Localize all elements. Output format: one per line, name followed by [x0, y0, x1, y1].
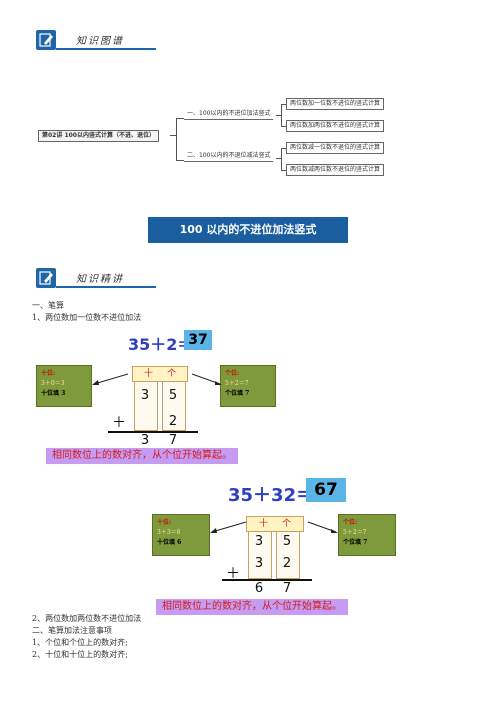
digit: 3 — [140, 433, 150, 448]
mindmap-root: 第02讲 100以内竖式计算（不进、退位） — [38, 130, 159, 142]
digit: 6 — [254, 581, 264, 596]
body-line: 1、个位和个位上的数对齐; — [32, 638, 128, 647]
digit: 5 — [282, 534, 292, 549]
section-underline — [56, 48, 156, 50]
mindmap-branch-1: 一、100以内的不进位加法竖式 — [184, 109, 274, 120]
equation-2: 35＋32＝ — [228, 485, 315, 506]
note-fill: 个位填 7 — [225, 390, 250, 397]
equation-1: 35＋2＝ — [128, 335, 194, 354]
note-title: 个位: — [225, 370, 240, 377]
connector — [281, 170, 286, 171]
note-fill: 十位填 3 — [41, 390, 66, 397]
sum-line — [108, 431, 198, 433]
section-title: 知识精讲 — [76, 274, 124, 285]
note-title: 十位: — [41, 370, 56, 377]
place-header-1: 十 个 — [132, 366, 188, 382]
plus-sign: ＋ — [112, 415, 126, 431]
connector — [281, 104, 286, 105]
ones-note-1: 个位: 5＋2＝7 个位填 7 — [220, 365, 276, 407]
mindmap-leaf: 两位数减一位数不退位的竖式计算 — [286, 142, 385, 154]
connector — [176, 118, 184, 119]
sum-line — [222, 579, 312, 581]
connector — [276, 158, 281, 159]
connector — [281, 126, 286, 127]
body-line: 2、十位和十位上的数对齐; — [32, 650, 128, 659]
note-fill: 十位填 6 — [157, 539, 182, 546]
section-header-knowledge-explain: 知识精讲 — [36, 268, 156, 288]
mindmap-leaf: 两位数加两位数不进位的竖式计算 — [286, 120, 385, 132]
connector — [281, 148, 286, 149]
note-title: 十位: — [157, 519, 172, 526]
note-formula: 3＋3＝6 — [157, 529, 181, 536]
connector — [276, 115, 281, 116]
note-fill: 个位填 7 — [343, 539, 368, 546]
tip-banner-2: 相同数位上的数对齐，从个位开始算起。 — [156, 599, 348, 615]
section-header-knowledge-map: 知识图谱 — [36, 30, 156, 50]
ones-column-2 — [276, 531, 300, 579]
note-title: 个位: — [343, 519, 358, 526]
digit: 7 — [282, 581, 292, 596]
section-title: 知识图谱 — [76, 36, 124, 47]
body-line: 一、笔算 — [32, 301, 64, 310]
ones-column-1 — [162, 381, 186, 431]
tens-column-2 — [248, 531, 272, 579]
pencil-note-icon — [36, 30, 56, 50]
note-formula: 5＋2＝7 — [343, 529, 367, 536]
tens-column-1 — [134, 381, 158, 431]
digit: 3 — [254, 556, 264, 571]
tens-header: 十 — [143, 369, 153, 379]
note-formula: 5＋2＝7 — [225, 380, 249, 387]
digit: 5 — [168, 388, 178, 403]
tens-note-2: 十位: 3＋3＝6 十位填 6 — [152, 514, 210, 556]
digit: 3 — [140, 388, 150, 403]
tens-header: 十 — [258, 519, 268, 529]
connector — [176, 118, 177, 160]
topic-banner: 100 以内的不进位加法竖式 — [148, 217, 348, 243]
section-underline — [56, 286, 156, 288]
digit: 3 — [254, 534, 264, 549]
place-header-2: 十 个 — [246, 516, 304, 532]
arrow-right-1 — [191, 373, 222, 385]
tens-note-1: 十位: 3＋0＝3 十位填 3 — [36, 365, 92, 407]
mindmap-branch-2: 二、100以内的不退位减法竖式 — [184, 151, 274, 162]
connector — [176, 160, 184, 161]
arrow-right-2 — [307, 521, 338, 533]
ones-header: 个 — [167, 369, 177, 379]
digit: 7 — [168, 433, 178, 448]
body-line: 2、两位数加两位数不进位加法 — [32, 614, 142, 623]
mindmap-leaf: 两位数减两位数不退位的竖式计算 — [286, 164, 385, 176]
arrow-left-1 — [92, 373, 129, 385]
pencil-note-icon — [36, 268, 56, 288]
connector — [281, 148, 282, 170]
note-formula: 3＋0＝3 — [41, 380, 65, 387]
ones-note-2: 个位: 5＋2＝7 个位填 7 — [338, 514, 396, 556]
tip-banner-1: 相同数位上的数对齐，从个位开始算起。 — [46, 448, 238, 464]
plus-sign: ＋ — [226, 566, 240, 582]
connector — [281, 104, 282, 126]
connector — [170, 135, 176, 136]
body-line: 1、两位数加一位数不进位加法 — [32, 313, 142, 322]
answer-box-1: 37 — [184, 330, 212, 350]
mindmap-leaf: 两位数加一位数不进位的竖式计算 — [286, 98, 385, 110]
digit: 2 — [168, 414, 178, 429]
body-line: 二、笔算加法注意事项 — [32, 626, 112, 635]
arrow-left-2 — [210, 521, 247, 533]
answer-box-2: 67 — [306, 478, 346, 502]
ones-header: 个 — [282, 519, 292, 529]
digit: 2 — [282, 556, 292, 571]
